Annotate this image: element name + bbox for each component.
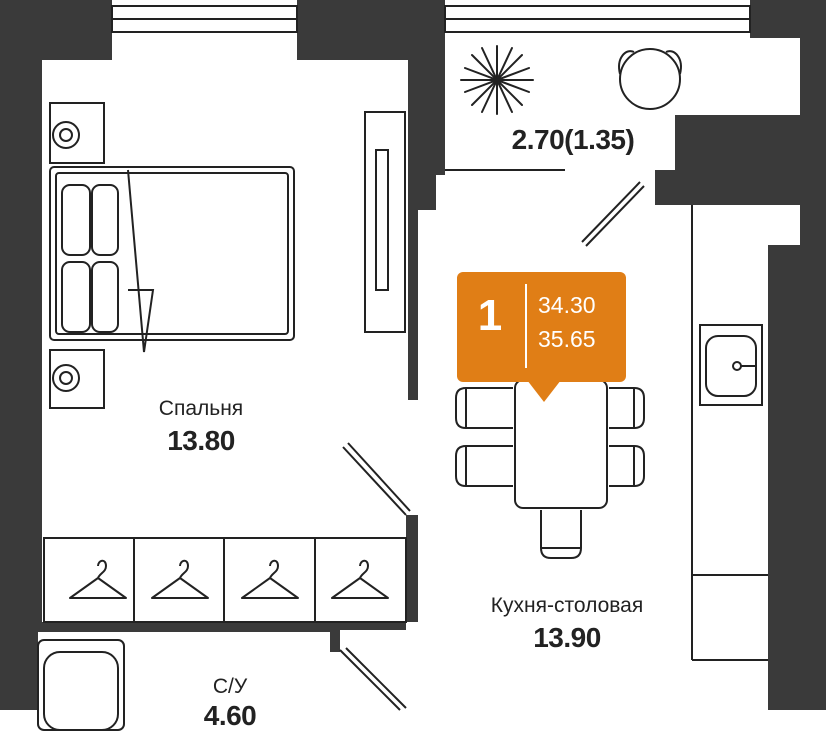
- pillow: [91, 184, 119, 256]
- kitchen-sink: [699, 324, 763, 406]
- wall-left-top: [0, 0, 112, 630]
- bedroom-area: 13.80: [167, 425, 235, 456]
- total-area-with-balcony: 35.65: [538, 326, 596, 352]
- hanger-icon: [151, 559, 209, 599]
- chair: [609, 387, 645, 429]
- bed-frame: [49, 166, 295, 341]
- wall-bottom-mid: [38, 515, 418, 652]
- wall-left-bottom: [0, 630, 38, 710]
- room-outlines: [445, 169, 768, 661]
- bed: [49, 166, 295, 353]
- pillow: [91, 261, 119, 333]
- nightstand-bottom: [49, 349, 105, 409]
- bathroom-name: С/У: [212, 675, 248, 698]
- pillow: [61, 261, 91, 333]
- bedroom-door: [342, 442, 411, 516]
- bathtub: [37, 639, 125, 731]
- apartment-badge-pointer: [527, 380, 561, 402]
- chair: [455, 387, 513, 429]
- dining-chairs: [455, 387, 645, 559]
- wall-top-middle: [297, 0, 445, 60]
- plant-icon: [460, 45, 534, 115]
- kitchen-area: 13.90: [533, 622, 601, 653]
- balcony-area: 2.70(1.35): [511, 124, 635, 155]
- kitchen-name: Кухня-столовая: [490, 594, 644, 617]
- total-area: 34.30: [538, 292, 596, 318]
- pillow: [61, 184, 91, 256]
- balcony-window: [444, 5, 751, 33]
- hanger-icons: [69, 559, 389, 599]
- blanket-fold: [127, 169, 155, 353]
- balcony-door: [581, 181, 645, 247]
- rooms-count: 1: [477, 291, 503, 340]
- wardrobe: [43, 537, 407, 623]
- round-chair: [618, 48, 682, 110]
- chair: [540, 510, 582, 559]
- tv-stand: [364, 111, 406, 333]
- bathroom-area: 4.60: [203, 700, 257, 731]
- walls: [0, 0, 826, 710]
- wall-right-top: [655, 0, 826, 710]
- badge-divider: [525, 284, 527, 368]
- wall-partition-upper: [408, 60, 445, 400]
- hanger-icon: [241, 559, 299, 599]
- chair: [455, 445, 513, 487]
- chair: [609, 445, 645, 487]
- bathroom-door: [339, 647, 407, 711]
- top-window: [111, 5, 298, 33]
- nightstand-top: [49, 102, 105, 164]
- bedroom-name: Спальня: [158, 397, 244, 420]
- apartment-badge: [457, 272, 626, 382]
- hanger-icon: [69, 559, 127, 599]
- hanger-icon: [331, 559, 389, 599]
